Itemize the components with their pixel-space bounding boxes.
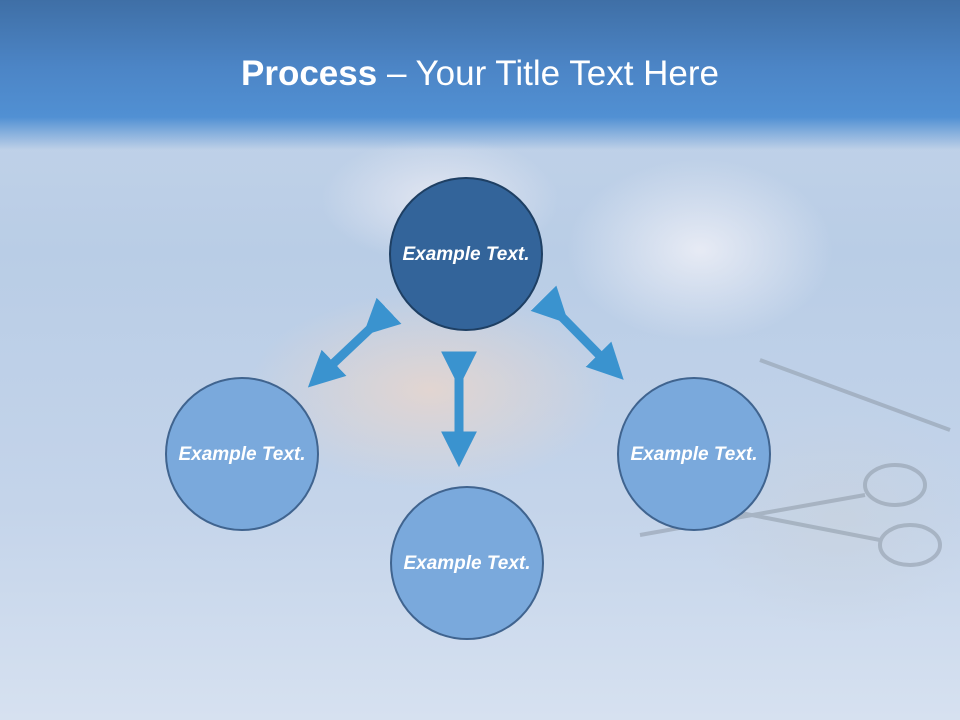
node-right-label: Example Text. <box>630 443 758 465</box>
arrow-center-right <box>530 285 624 380</box>
title-bold: Process <box>241 54 378 93</box>
title-rest: – Your Title Text Here <box>377 54 719 93</box>
arrow-center-left <box>307 297 402 388</box>
node-center: Example Text. <box>389 177 543 331</box>
header-banner <box>0 0 960 150</box>
node-left: Example Text. <box>165 377 319 531</box>
node-right: Example Text. <box>617 377 771 531</box>
node-left-label: Example Text. <box>178 443 306 465</box>
node-bottom-label: Example Text. <box>403 552 531 574</box>
page-title: Process – Your Title Text Here <box>0 52 960 96</box>
node-center-label: Example Text. <box>402 243 530 265</box>
node-bottom: Example Text. <box>390 486 544 640</box>
